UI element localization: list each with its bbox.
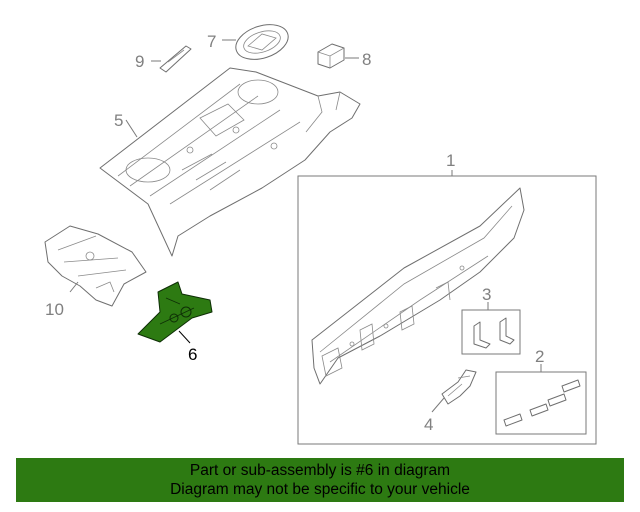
part-3[interactable] <box>473 317 515 349</box>
callout-5[interactable]: 5 <box>114 111 123 130</box>
callout-10[interactable]: 10 <box>45 300 64 319</box>
banner-line-1: Part or sub-assembly is #6 in diagram <box>189 462 451 479</box>
part-1-box <box>297 175 597 445</box>
callout-6[interactable]: 6 <box>188 345 197 364</box>
part-8[interactable] <box>317 43 345 69</box>
callout-9[interactable]: 9 <box>135 52 144 71</box>
part-3-box <box>461 309 521 355</box>
part-4[interactable] <box>441 369 477 405</box>
part-9[interactable] <box>159 45 192 73</box>
part-2[interactable] <box>503 379 581 427</box>
part-6-highlighted[interactable] <box>137 281 213 343</box>
callout-8[interactable]: 8 <box>362 50 371 69</box>
part-10[interactable] <box>44 225 147 307</box>
part-1[interactable] <box>311 187 525 385</box>
part-7[interactable] <box>231 18 292 65</box>
part-5[interactable] <box>99 67 361 257</box>
parts-diagram: 9 7 8 5 10 <box>44 18 597 445</box>
leader-5 <box>125 119 138 138</box>
callout-1[interactable]: 1 <box>446 151 455 170</box>
callout-3[interactable]: 3 <box>482 285 491 304</box>
leader-4 <box>431 397 445 413</box>
leader-10 <box>69 281 79 293</box>
leader-6 <box>178 330 191 344</box>
callout-7[interactable]: 7 <box>207 32 216 51</box>
callout-2[interactable]: 2 <box>535 347 544 366</box>
callout-4[interactable]: 4 <box>424 415 433 434</box>
banner-line-2: Diagram may not be specific to your vehi… <box>170 481 470 498</box>
info-banner: Part or sub-assembly is #6 in diagram Di… <box>16 458 624 502</box>
